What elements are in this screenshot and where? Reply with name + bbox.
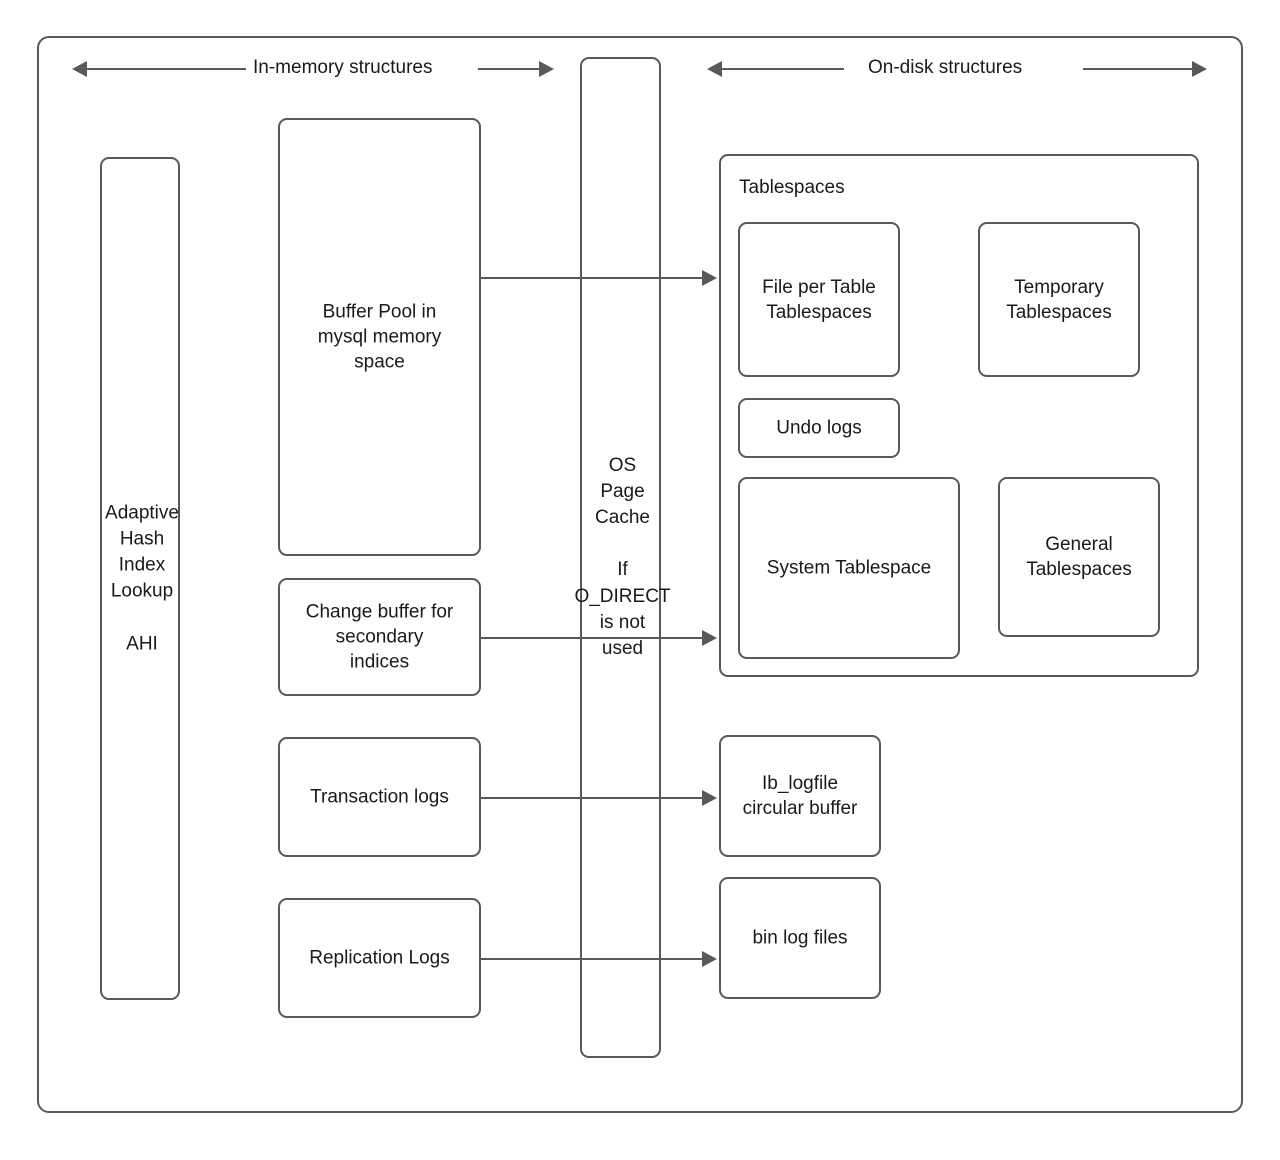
connector-change-buffer-to-system-tablespace-line <box>481 637 703 639</box>
node-replication-logs-label: Replication Logs <box>309 947 450 969</box>
on-disk-band-left-arrowhead <box>707 61 722 77</box>
node-change-buffer[interactable]: Change buffer for secondary indices <box>278 578 481 696</box>
node-ib-logfile[interactable]: Ib_logfile circular buffer <box>719 735 881 857</box>
node-file-per-table-tablespaces-label: File per Table Tablespaces <box>762 276 876 323</box>
node-system-tablespace-label: System Tablespace <box>766 557 932 579</box>
on-disk-band-label: On-disk structures <box>868 57 1023 78</box>
on-disk-band-right-arrowhead <box>1192 61 1207 77</box>
connector-replication-logs-to-bin-log-files-line <box>481 958 703 960</box>
connector-buffer-pool-to-file-per-table-arrowhead <box>702 270 717 286</box>
node-undo-logs-label: Undo logs <box>776 417 862 439</box>
node-file-per-table-tablespaces[interactable]: File per Table Tablespaces <box>738 222 900 377</box>
node-buffer-pool-label: Buffer Pool in mysql memory space <box>317 301 442 373</box>
node-transaction-logs[interactable]: Transaction logs <box>278 737 481 857</box>
node-temporary-tablespaces[interactable]: Temporary Tablespaces <box>978 222 1140 377</box>
node-bin-log-files[interactable]: bin log files <box>719 877 881 999</box>
on-disk-band-right-line <box>1083 68 1200 70</box>
node-adaptive-hash-index[interactable]: Adaptive Hash Index Lookup AHI <box>100 157 180 1000</box>
node-undo-logs[interactable]: Undo logs <box>738 398 900 458</box>
in-memory-band-right-arrowhead <box>539 61 554 77</box>
in-memory-band-label: In-memory structures <box>253 57 433 78</box>
group-tablespaces-title: Tablespaces <box>739 177 845 198</box>
node-general-tablespaces[interactable]: General Tablespaces <box>998 477 1160 637</box>
in-memory-band-left-arrowhead <box>72 61 87 77</box>
node-general-tablespaces-label: General Tablespaces <box>1026 533 1132 580</box>
node-transaction-logs-label: Transaction logs <box>310 786 449 808</box>
on-disk-band-left-line <box>721 68 844 70</box>
node-temporary-tablespaces-label: Temporary Tablespaces <box>1006 276 1112 323</box>
connector-transaction-logs-to-ib-logfile-line <box>481 797 703 799</box>
node-ib-logfile-label: Ib_logfile circular buffer <box>742 772 858 819</box>
node-bin-log-files-label: bin log files <box>752 927 848 949</box>
in-memory-band-right-line <box>478 68 540 70</box>
node-system-tablespace[interactable]: System Tablespace <box>738 477 960 659</box>
in-memory-band-left-line <box>86 68 246 70</box>
connector-transaction-logs-to-ib-logfile-arrowhead <box>702 790 717 806</box>
node-change-buffer-label: Change buffer for secondary indices <box>305 601 454 673</box>
connector-buffer-pool-to-file-per-table-line <box>481 277 703 279</box>
connector-replication-logs-to-bin-log-files-arrowhead <box>702 951 717 967</box>
node-buffer-pool[interactable]: Buffer Pool in mysql memory space <box>278 118 481 556</box>
node-replication-logs[interactable]: Replication Logs <box>278 898 481 1018</box>
node-os-page-cache[interactable]: OS Page Cache If O_DIRECT is not used <box>574 57 671 1058</box>
connector-change-buffer-to-system-tablespace-arrowhead <box>702 630 717 646</box>
